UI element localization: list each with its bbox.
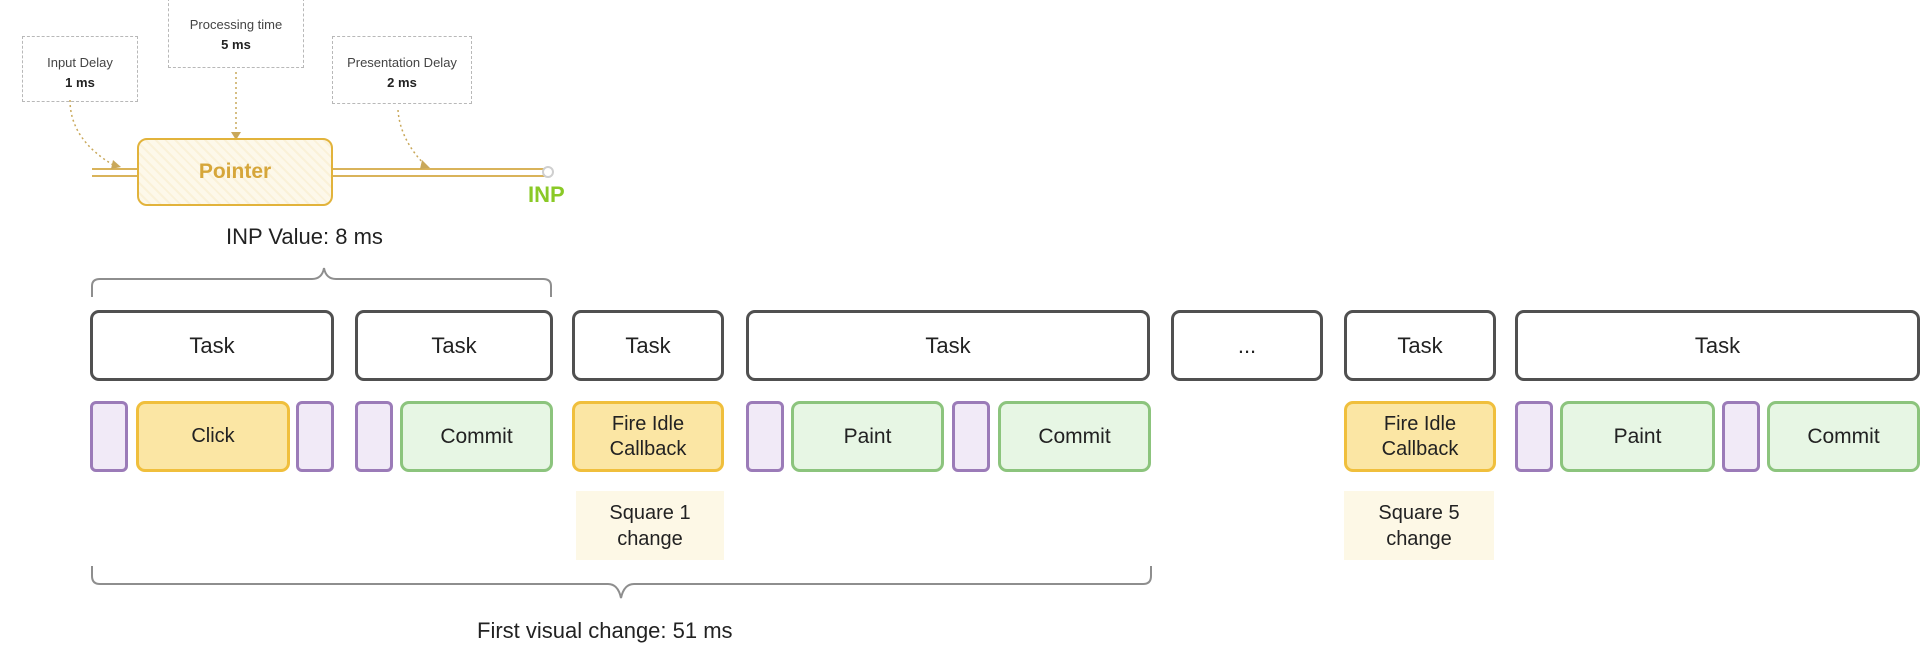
pointer-label: Pointer <box>198 160 272 183</box>
commit-block: Commit <box>998 401 1151 472</box>
input-delay-value: 1 ms <box>65 75 95 90</box>
arrow-heads <box>111 132 430 169</box>
processing-time-callout: Processing time 5 ms <box>168 0 304 68</box>
task-block: Task <box>355 310 553 381</box>
paint-block: Paint <box>1560 401 1715 472</box>
square-change-note: Square 1 change <box>576 491 724 560</box>
purple-subtask <box>355 401 393 472</box>
task-block: Task <box>1344 310 1496 381</box>
square-change-note: Square 5 change <box>1344 491 1494 560</box>
presentation-delay-label: Presentation Delay <box>347 55 457 70</box>
inp-label: INP <box>528 182 565 207</box>
purple-subtask <box>746 401 784 472</box>
presentation-delay-callout: Presentation Delay 2 ms <box>332 36 472 104</box>
presentation-delay-value: 2 ms <box>387 75 417 90</box>
task-block: Task <box>746 310 1150 381</box>
task-block: Task <box>572 310 724 381</box>
purple-subtask <box>90 401 128 472</box>
fire-idle-callback-block: Fire Idle Callback <box>1344 401 1496 472</box>
purple-subtask <box>952 401 990 472</box>
processing-time-label: Processing time <box>189 17 283 32</box>
paint-block: Paint <box>791 401 944 472</box>
purple-subtask <box>1515 401 1553 472</box>
commit-block: Commit <box>400 401 553 472</box>
callout-arrows <box>69 72 427 167</box>
task-block: Task <box>1515 310 1920 381</box>
first-visual-change-heading: First visual change: 51 ms <box>477 618 733 643</box>
first-visual-brace <box>91 566 1152 599</box>
commit-block: Commit <box>1767 401 1920 472</box>
inp-end-marker <box>542 166 554 178</box>
inp-value-heading: INP Value: 8 ms <box>226 224 383 249</box>
click-event-block: Click <box>136 401 290 472</box>
fire-idle-callback-block: Fire Idle Callback <box>572 401 724 472</box>
processing-time-value: 5 ms <box>221 37 251 52</box>
pointer-event-box: Pointer <box>137 138 333 206</box>
purple-subtask <box>296 401 334 472</box>
task-block: Task <box>90 310 334 381</box>
input-delay-callout: Input Delay 1 ms <box>22 36 138 102</box>
ellipsis-task-block: ... <box>1171 310 1323 381</box>
input-delay-label: Input Delay <box>47 55 113 70</box>
inp-brace <box>91 267 552 297</box>
purple-subtask <box>1722 401 1760 472</box>
